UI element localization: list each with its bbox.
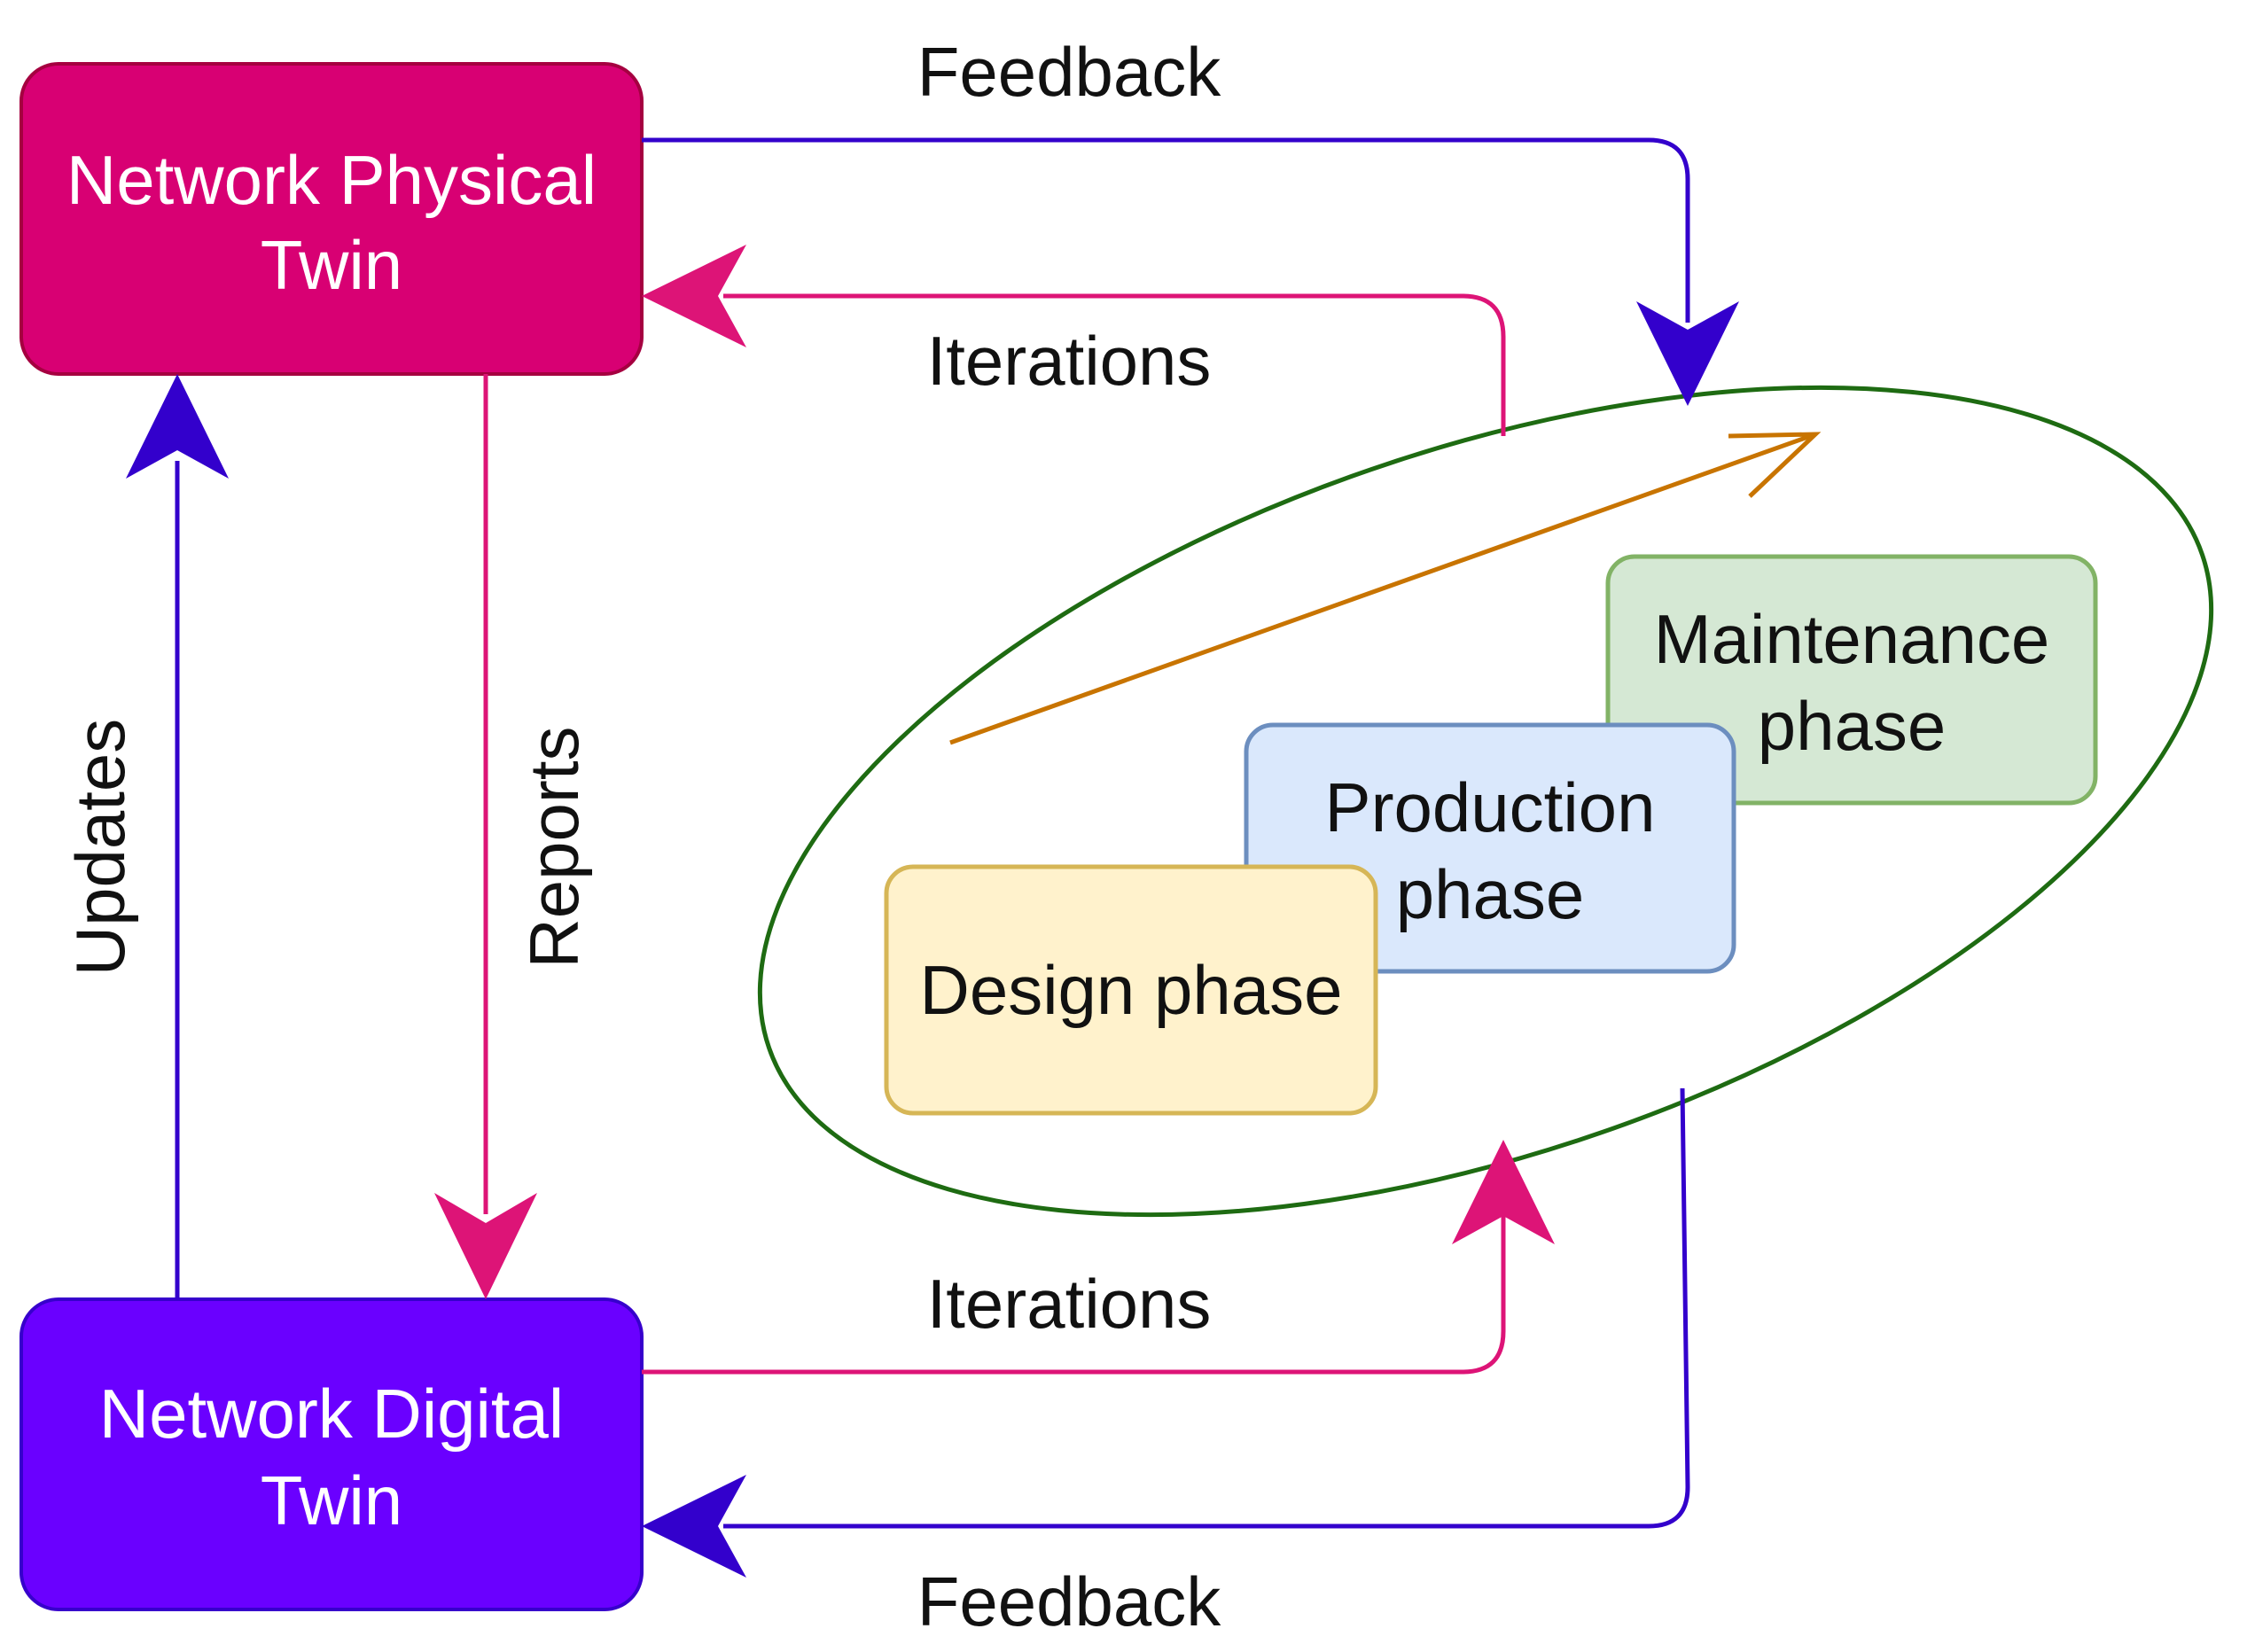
production-phase-label-line1: Production [1325, 768, 1656, 846]
design-phase-box: Design phase [884, 864, 1378, 1116]
iterations-bottom-arrow [642, 1140, 1555, 1375]
updates-label: Updates [61, 719, 139, 977]
physical-twin-label-line2: Twin [261, 226, 402, 304]
feedback-bottom-label: Feedback [917, 1562, 1222, 1640]
progress-arrow [949, 432, 1822, 745]
iterations-bottom-label: Iterations [927, 1265, 1212, 1343]
reports-arrow [434, 374, 537, 1299]
maintenance-phase-label-line1: Maintenance [1654, 600, 2050, 678]
feedback-top-label: Feedback [917, 33, 1222, 111]
digital-twin-label-line1: Network Digital [99, 1375, 564, 1453]
network-digital-twin-box: Network Digital Twin [20, 1297, 644, 1611]
feedback-bottom-arrow [642, 1087, 1690, 1578]
network-physical-twin-box: Network Physical Twin [20, 62, 644, 376]
design-phase-label: Design phase [920, 951, 1343, 1029]
production-phase-label-line2: phase [1396, 855, 1585, 933]
lifecycle-ellipse [757, 385, 2214, 1218]
maintenance-phase-label-line2: phase [1758, 687, 1947, 765]
feedback-top-arrow [642, 137, 1739, 406]
iterations-top-arrow [642, 245, 1506, 436]
reports-label: Reports [515, 726, 593, 968]
digital-twin-label-line2: Twin [261, 1461, 402, 1539]
iterations-top-label: Iterations [927, 322, 1212, 400]
physical-twin-label-line1: Network Physical [66, 141, 597, 219]
updates-arrow [126, 374, 229, 1299]
